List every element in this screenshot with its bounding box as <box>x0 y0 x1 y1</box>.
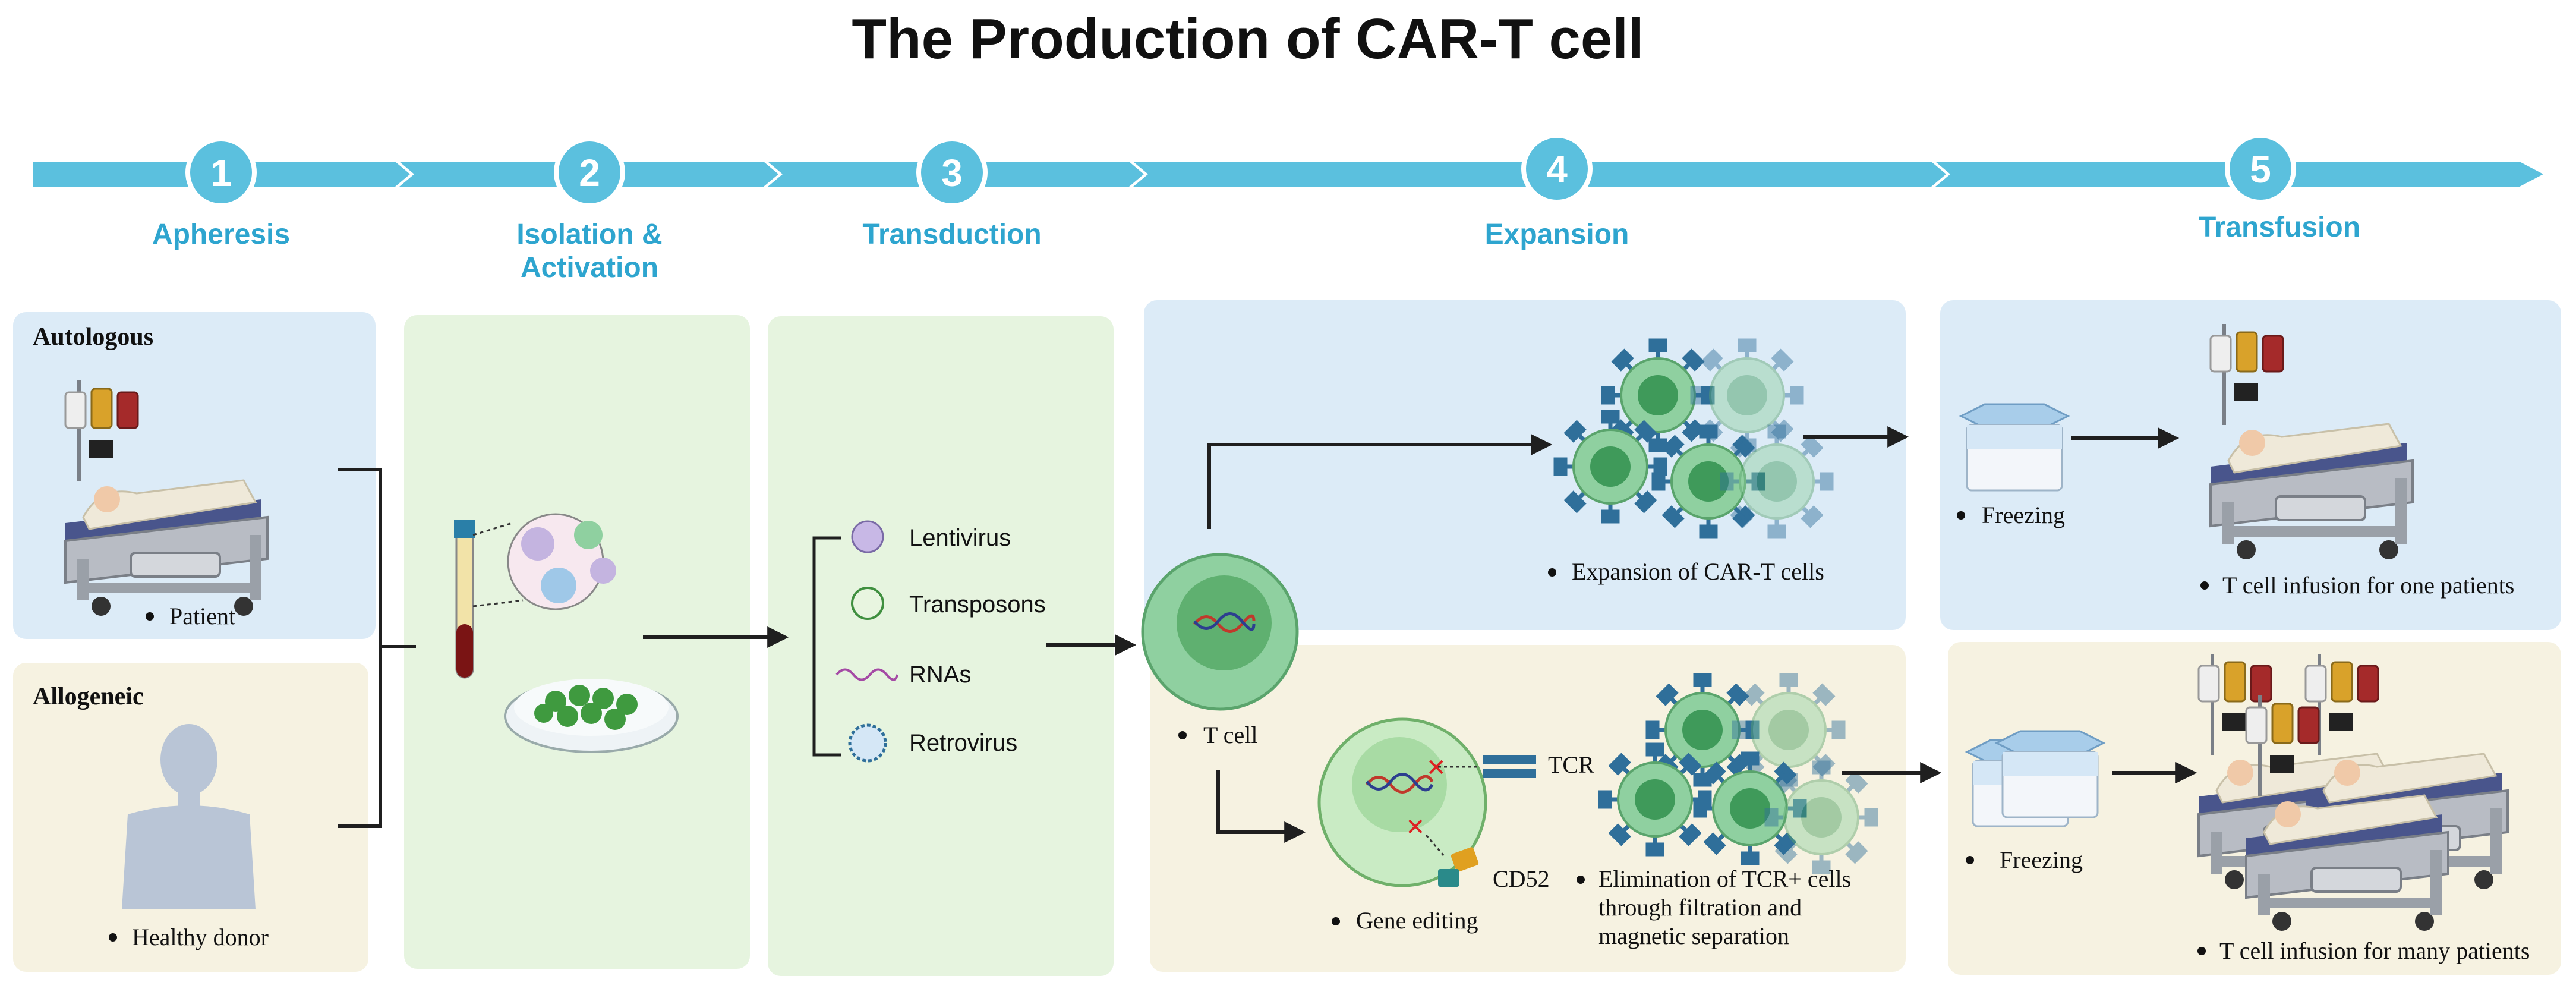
patient-label: Patient <box>169 603 235 629</box>
step-number: 2 <box>579 152 600 194</box>
bullet <box>2200 581 2209 590</box>
svg-text:✕: ✕ <box>1426 755 1446 781</box>
vector-label: Transposons <box>909 591 1046 618</box>
page-title: The Production of CAR-T cell <box>852 7 1644 71</box>
gene-editing-label: Gene editing <box>1356 907 1478 934</box>
cd52-label: CD52 <box>1493 865 1550 892</box>
elimination-line2: through filtration and <box>1598 894 1802 921</box>
t-cell-label: T cell <box>1203 722 1257 748</box>
elimination-line1: Elimination of TCR+ cells <box>1598 865 1851 892</box>
freezer-box-icon <box>1966 730 2105 827</box>
vector-label: Retrovirus <box>909 730 1017 756</box>
vector-bracket <box>812 536 841 757</box>
transduction-panel <box>768 316 1114 976</box>
bullet <box>1957 511 1965 520</box>
step-1: 1 Apheresis <box>152 137 290 250</box>
bullet <box>1577 876 1585 884</box>
step-label: Transduction <box>862 219 1041 250</box>
car-t-expansion-label: Expansion of CAR-T cells <box>1572 558 1824 585</box>
step-label-line2: Activation <box>521 252 658 284</box>
step-number: 3 <box>941 152 963 194</box>
elimination-line3: magnetic separation <box>1598 923 1789 949</box>
infusion-one-label: T cell infusion for one patients <box>2222 572 2514 599</box>
step-label: Transfusion <box>2199 212 2360 243</box>
freezing-bottom-label: Freezing <box>2000 846 2083 873</box>
allogeneic-heading: Allogeneic <box>33 683 144 710</box>
step-4: 4 Expansion <box>1485 133 1629 250</box>
bullet <box>1332 917 1340 925</box>
bullet <box>1966 856 1974 864</box>
virus-icon <box>851 520 884 553</box>
gene-editing-cell-icon: ✕ ✕ <box>1317 717 1536 887</box>
autologous-heading: Autologous <box>33 323 153 351</box>
bullet <box>1548 568 1556 577</box>
step-label: Apheresis <box>152 219 290 250</box>
bullet <box>2197 947 2206 955</box>
step-5: 5 Transfusion <box>2199 133 2360 243</box>
timeline-bar <box>33 162 2543 187</box>
donor-label: Healthy donor <box>132 924 269 950</box>
step-label-line1: Isolation & <box>516 219 662 250</box>
cell-zoom-icon <box>472 513 616 610</box>
t-cell-icon <box>1141 553 1299 711</box>
arrow <box>1216 770 1306 843</box>
step-number: 5 <box>2250 148 2271 191</box>
tcr-label: TCR <box>1548 751 1594 778</box>
vector-label: Lentivirus <box>909 525 1011 551</box>
isolation-panel <box>404 315 750 969</box>
arrow <box>1207 434 1553 529</box>
retrovirus-icon <box>848 723 887 763</box>
bullet <box>1178 731 1187 739</box>
petri-dish-icon <box>504 679 679 753</box>
step-number: 1 <box>210 152 232 194</box>
vector-label: RNAs <box>909 662 971 688</box>
bullet <box>109 933 117 942</box>
step-2: 2 Isolation & Activation <box>516 137 663 284</box>
step-number: 4 <box>1546 148 1568 191</box>
rna-icon <box>835 668 898 681</box>
bullet <box>146 612 154 621</box>
merge-bracket <box>338 468 416 828</box>
person-icon <box>122 724 256 909</box>
svg-text:✕: ✕ <box>1405 814 1426 840</box>
blood-tube-icon <box>454 520 475 679</box>
infusion-many-label: T cell infusion for many patients <box>2219 937 2530 964</box>
freezer-box-icon <box>1960 403 2069 492</box>
transposon-icon <box>851 587 884 620</box>
step-label: Expansion <box>1485 219 1629 250</box>
freezing-top-label: Freezing <box>1982 502 2065 528</box>
step-3: 3 Transduction <box>862 137 1042 250</box>
